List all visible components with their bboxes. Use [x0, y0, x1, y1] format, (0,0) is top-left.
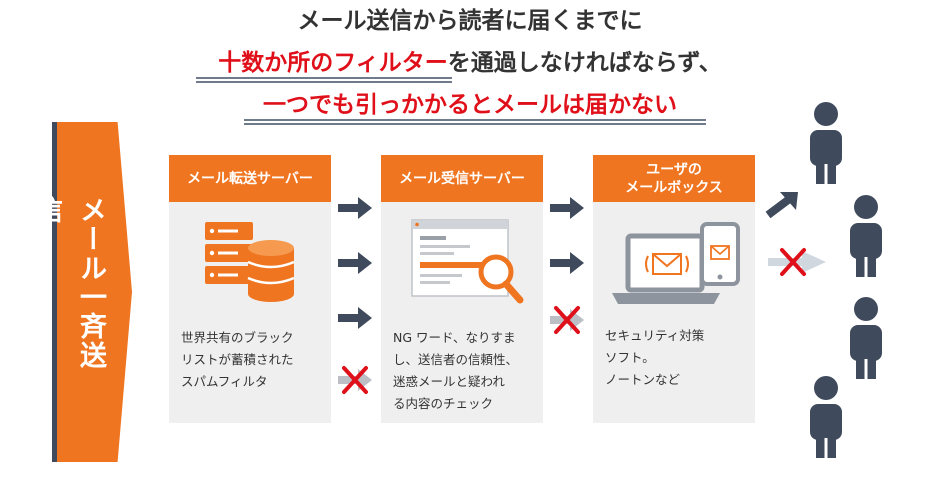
desc-line: スパムフィルタ — [181, 374, 268, 389]
desc-line: リストが蓄積された — [181, 352, 294, 367]
underline-1 — [196, 77, 452, 79]
desc-line: 世界共有のブラック — [181, 330, 294, 345]
headline-line-1: メール送信から読者に届くまでに — [297, 8, 643, 34]
arrow-icon — [338, 307, 372, 329]
headline-line-2: 十数か所のフィルターを通過しなければならず、 — [0, 48, 940, 78]
bulk-send-banner — [52, 122, 132, 462]
underline-2b — [244, 123, 706, 125]
person-icon — [810, 102, 842, 184]
headline-rest: を通過しなければならず、 — [447, 50, 722, 76]
headline-emphasis: 十数か所のフィルター — [218, 50, 448, 76]
box-title: ユーザの メールボックス — [593, 155, 755, 202]
bulk-send-banner-edge — [52, 122, 57, 462]
person-icon — [810, 376, 842, 458]
arrow-icon — [550, 197, 584, 219]
box-title: メール受信サーバー — [381, 155, 543, 202]
blocked-arrow — [550, 306, 584, 334]
box-title-text: メール転送サーバー — [187, 170, 313, 187]
headline-line-3: 一つでも引っかかるとメールは届かない — [263, 92, 677, 118]
magnifier-document-icon — [411, 219, 524, 304]
arrow-icon — [550, 252, 584, 274]
desc-line: セキュリティ対策 — [605, 328, 705, 343]
bulk-send-label: メール一斉送信 — [31, 196, 106, 370]
blocked-arrow — [768, 248, 826, 276]
desc-line: し、送信者の信頼性、 — [393, 352, 519, 367]
box-description: NG ワード、なりすま し、送信者の信頼性、 迷惑メールと疑われ る内容のチェッ… — [393, 327, 541, 415]
underline-2 — [244, 119, 706, 121]
laptop-mail-icon — [612, 233, 720, 304]
desc-line: る内容のチェック — [393, 396, 494, 411]
desc-line: ソフト。 — [605, 350, 655, 365]
server-stack-icon — [205, 222, 295, 302]
arrow-icon — [765, 192, 798, 219]
box-title-text: メール受信サーバー — [399, 170, 525, 187]
person-icon — [850, 297, 882, 379]
box-description: 世界共有のブラック リストが蓄積された スパムフィルタ — [181, 327, 329, 393]
box-title-text: メールボックス — [625, 179, 723, 196]
box-title: メール転送サーバー — [169, 155, 331, 202]
underline-1b — [196, 81, 452, 83]
box-description: セキュリティ対策 ソフト。 ノートンなど — [605, 325, 753, 391]
arrow-icon — [338, 252, 372, 274]
person-icon — [850, 195, 882, 277]
desc-line: NG ワード、なりすま — [393, 330, 516, 345]
box-title-text: ユーザの — [646, 161, 702, 178]
phone-mail-icon — [700, 222, 740, 286]
desc-line: ノートンなど — [605, 372, 681, 387]
arrow-icon — [338, 197, 372, 219]
blocked-arrow — [338, 366, 372, 394]
desc-line: 迷惑メールと疑われ — [393, 374, 505, 389]
